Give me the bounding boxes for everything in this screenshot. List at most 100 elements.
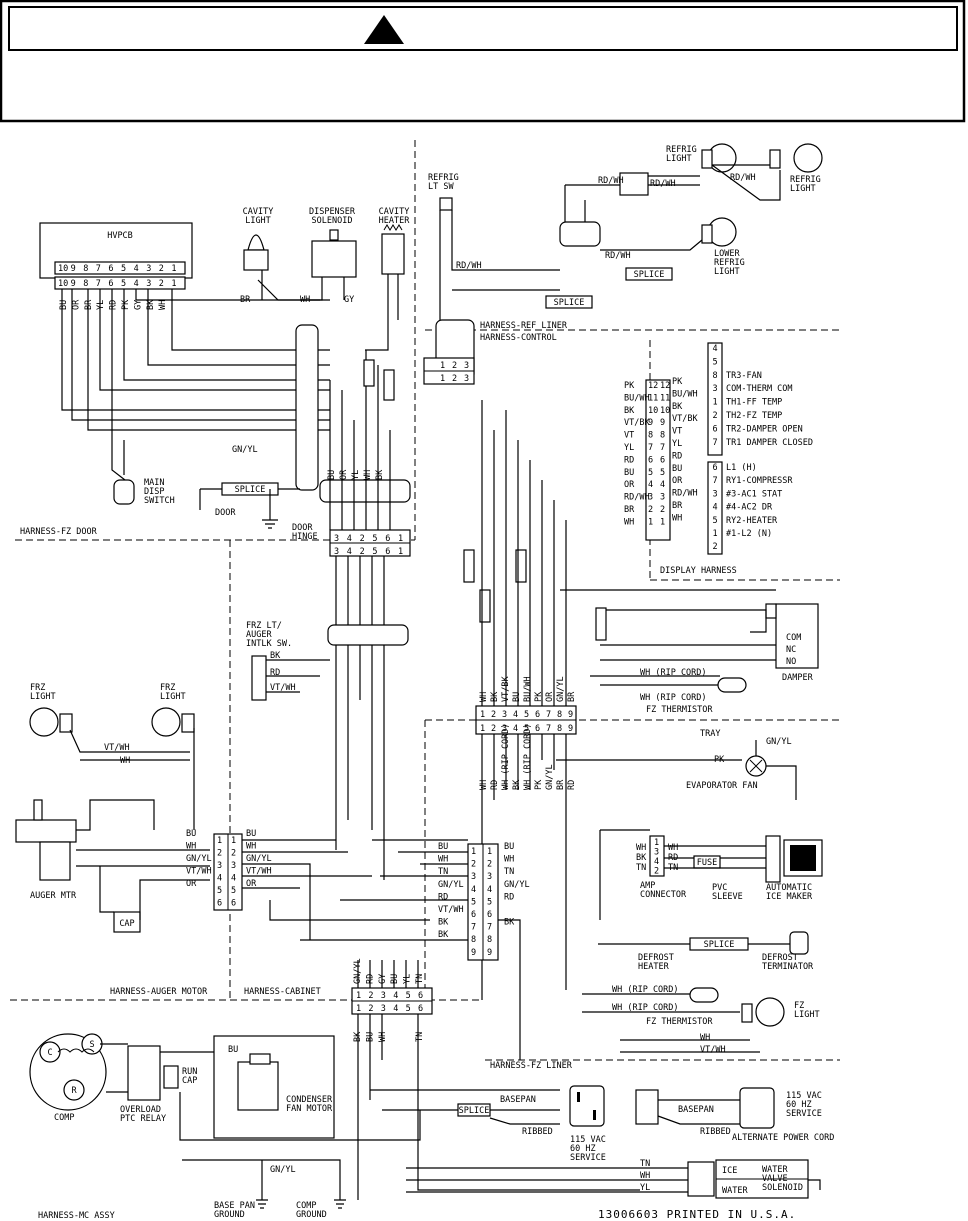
door-hinge-wires-down [335, 556, 385, 880]
power-pin-name: #3-AC1 STAT [726, 489, 782, 499]
fuse-label: FUSE [697, 858, 717, 868]
cabinet-pin: 9 [471, 948, 476, 958]
control-wire-color: RD [672, 451, 682, 461]
control-wire-color: OR [672, 476, 683, 486]
splice-power-label: SPLICE [459, 1106, 490, 1116]
amp-wire-color: WH [636, 843, 646, 853]
fz-liner-wire-color: BR [556, 779, 566, 790]
display-pin: 3 [712, 384, 717, 394]
display-pin: 5 [712, 357, 717, 367]
auger-wire-color: BU [246, 829, 256, 839]
control-wire-color: VT [672, 427, 682, 437]
fz-liner-wire-color: RD [490, 780, 500, 790]
auger-pin: 3 [217, 861, 222, 871]
auger-mtr-label: AUGER MTR [30, 891, 77, 901]
mc-pin: 5 [406, 1004, 411, 1014]
display-pin: 2 [712, 411, 717, 421]
water-valve-water: WATER [722, 1186, 748, 1196]
mc-wire-color: TN [415, 1032, 425, 1042]
auger-wire-color: VT/WH [246, 867, 272, 877]
cabinet-pin: 2 [471, 860, 476, 870]
splice-ctrl-3 [515, 549, 527, 583]
amp-pin: 4 [654, 857, 659, 867]
display-pin-name: COM-THERM COM [726, 384, 793, 394]
auger-pin: 4 [231, 874, 236, 884]
mc-wire-color: GY [378, 974, 388, 984]
hvpcb-pin: 8 [83, 264, 88, 274]
display-connector [707, 342, 723, 456]
mc-pin: 4 [393, 1004, 398, 1014]
cabinet-pin: 4 [487, 885, 492, 895]
cabinet-wire-color: TN [504, 867, 514, 877]
control-pin: 6 [660, 455, 665, 465]
door-hinge-pin: 3 [334, 534, 339, 544]
alt-cord-wires [657, 1099, 740, 1125]
mc-pin: 3 [381, 991, 386, 1001]
water-valve-wires [406, 1167, 821, 1193]
control-pin: 12 [660, 381, 670, 391]
hvpcb-wire-bundle [61, 289, 330, 481]
hvpcb-pin: 3 [146, 279, 151, 289]
rip-cord-2: WH (RIP CORD) [640, 693, 707, 703]
control-pin: 8 [648, 431, 653, 441]
cabinet-pin: 1 [487, 847, 492, 857]
hvpcb-wire-color: BR [84, 299, 94, 310]
splice-defrost-label: SPLICE [704, 940, 735, 950]
fz-liner-pin: 9 [568, 724, 573, 734]
auger-pin: 1 [217, 836, 222, 846]
control-wire-color: YL [672, 439, 682, 449]
fz-liner-pin: 2 [491, 710, 496, 720]
cabinet-pin: 5 [487, 897, 492, 907]
wire-rdwh-refrig-3: RD/WH [730, 173, 756, 183]
rip-cord-3: WH (RIP CORD) [612, 985, 679, 995]
fz-liner-wire-color: WH (RIP CORD) [523, 723, 533, 790]
run-cap [163, 1065, 179, 1089]
hvpcb-wire-color: YL [96, 300, 106, 310]
cabinet-pin: 9 [487, 948, 492, 958]
mc-wire-color: TN [415, 974, 425, 984]
harness-ref-liner-label: HARNESS-REF LINER [480, 321, 568, 331]
refrig-light-wires [564, 164, 781, 251]
door-hinge-pin: 5 [372, 547, 377, 557]
hvpcb-pin: 5 [121, 279, 126, 289]
control-wire-color: RD/WH [624, 493, 650, 503]
splice-ctrl-2 [479, 589, 491, 623]
fz-liner-pin: 4 [513, 710, 518, 720]
fz-liner-pin: 3 [502, 724, 507, 734]
evaporator-fan [556, 740, 797, 800]
wire-gy-solenoid: GY [344, 295, 354, 305]
amp-wire-color: TN [636, 863, 646, 873]
hvpcb-pin: 1 [171, 279, 176, 289]
cabinet-pin: 5 [471, 897, 476, 907]
fz-liner-wire-color: WH [479, 692, 489, 702]
fz-liner-pin: 5 [524, 724, 529, 734]
basepan-1: BASEPAN [500, 1095, 536, 1105]
control-wire-color: BK [672, 402, 683, 412]
power-pin-name: RY2-HEATER [726, 516, 778, 526]
auger-wire-color: WH [186, 842, 196, 852]
cabinet-pin: 2 [487, 860, 492, 870]
control-wire-color: BK [624, 406, 635, 416]
warning-title-box [8, 6, 958, 51]
fz-liner-wire-color: GN/YL [556, 676, 566, 702]
harness-cabinet-label: HARNESS-CABINET [244, 987, 321, 997]
auger-pin: 4 [217, 874, 222, 884]
mc-pin: 5 [406, 991, 411, 1001]
fz-liner-wire-color: PK [534, 691, 544, 702]
hvpcb-wire-color: PK [121, 299, 131, 310]
harness-control-label: HARNESS-CONTROL [480, 333, 557, 343]
fz-liner-wire-color: BU/WH [523, 676, 533, 702]
cabinet-wire-color: BU [504, 842, 514, 852]
door-hinge-pin: 5 [372, 534, 377, 544]
control-pin: 7 [660, 443, 665, 453]
